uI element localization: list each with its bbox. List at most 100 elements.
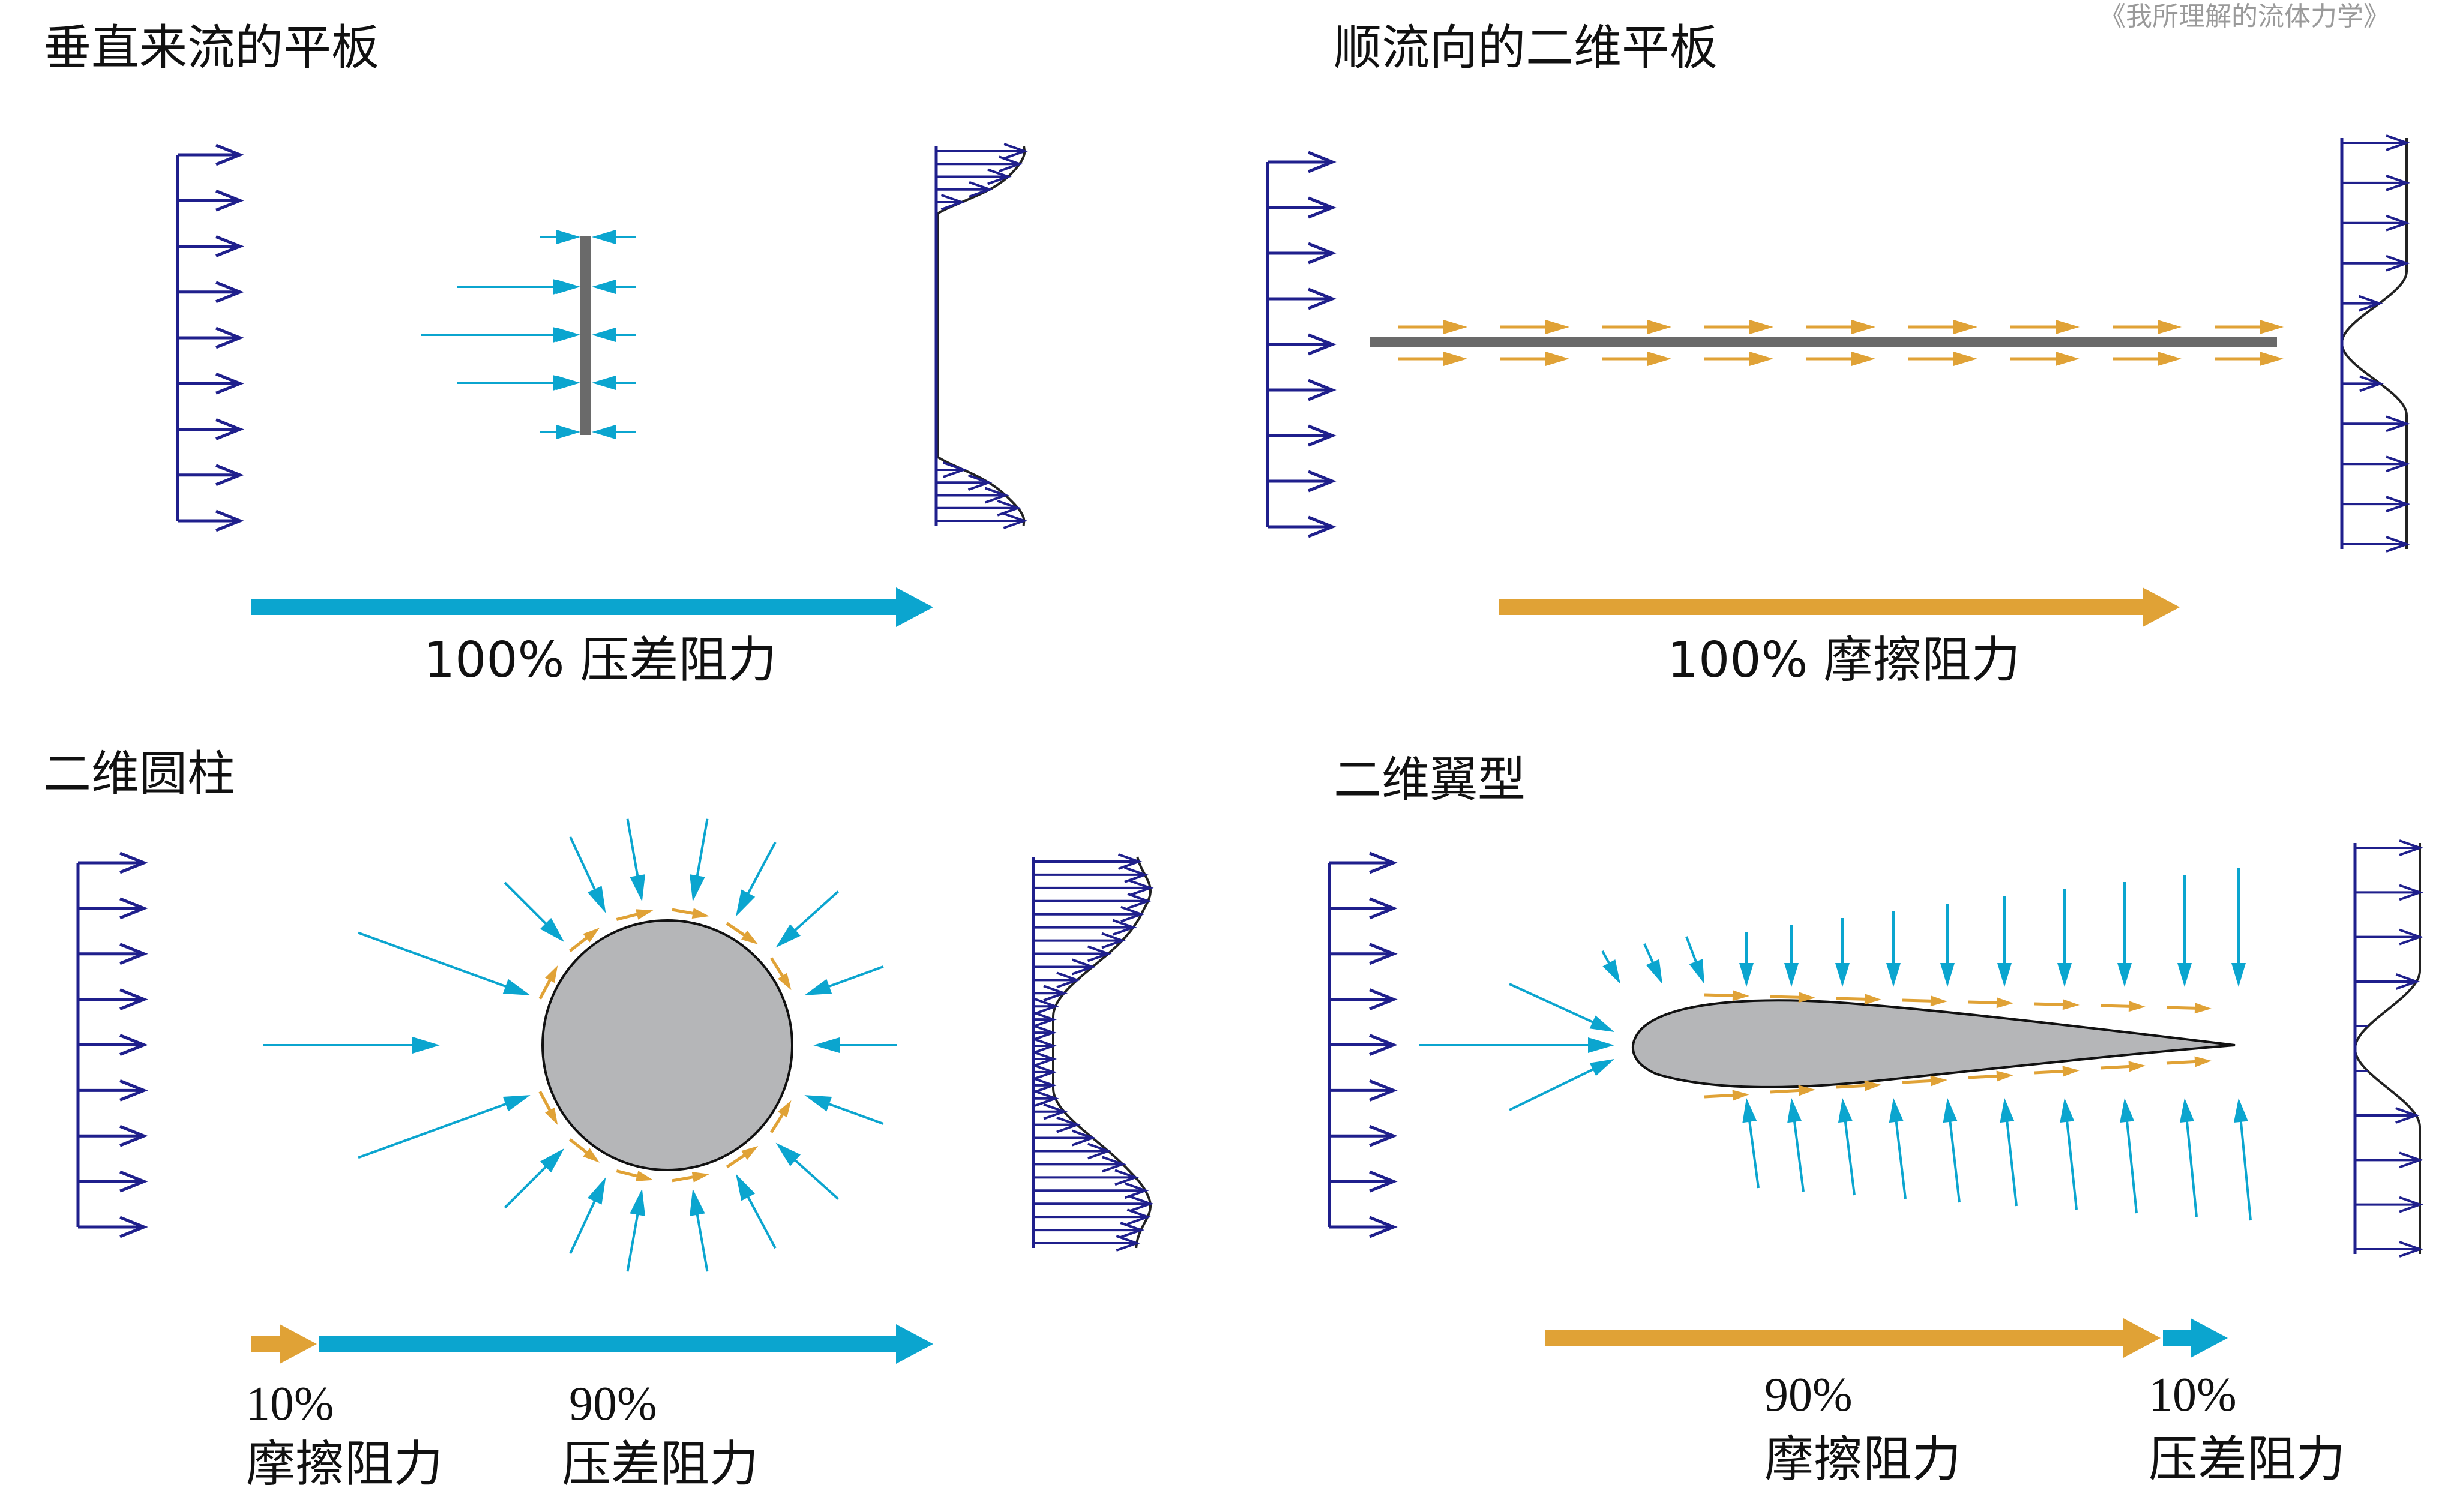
wake-arrowhead-airfoil-8 (2399, 1196, 2424, 1213)
profile-arrowhead-normal-inflow-6 (215, 418, 244, 440)
lower-pressure-arrow-5-head (1838, 1098, 1853, 1123)
lower-pressure-arrow-12-shaft (2239, 1114, 2252, 1221)
parallel-plate-diagram (1370, 320, 2284, 366)
friction-arrow-upper-3-head (691, 908, 709, 919)
friction-arrow-top-7-head (2158, 320, 2182, 334)
lower-pressure-arrow-5-shaft (1843, 1114, 1856, 1196)
airfoil-friction-percent: 90% (1764, 1369, 1853, 1421)
airfoil-diagram (1419, 868, 2252, 1221)
wake-arrowhead-normal-3 (969, 181, 994, 198)
front-pressure-arrow-0-head (556, 230, 580, 244)
lower-pressure-arrow-11-head (2180, 1098, 2194, 1123)
pressure-arrow-15-head (804, 1095, 832, 1112)
wake-arrowhead-cylinder-11 (1035, 998, 1059, 1015)
upper-pressure-arrow-5-head (1835, 963, 1850, 987)
cylinder-friction-drag-arrow-head (280, 1324, 317, 1364)
airfoil-title: 二维翼型 (1334, 752, 1526, 808)
friction-arrow-lower-5-shaft (2034, 1069, 2068, 1075)
friction-arrow-bottom-7-head (2158, 352, 2182, 366)
wake-arrowhead-normal-29 (1003, 512, 1028, 529)
lower-pressure-arrow-8-head (2000, 1098, 2015, 1123)
back-pressure-arrow-4-head (592, 425, 616, 439)
pressure-arrow-16-head (813, 1037, 840, 1053)
friction-arrow-lower-6-head (2128, 1061, 2146, 1072)
pressure-arrow-7-shaft (626, 1207, 640, 1272)
incoming-flow-arrow-center-head (1588, 1037, 1614, 1053)
friction-arrow-upper-3-head (1930, 995, 1947, 1007)
pressure-arrow-0-shaft (358, 1100, 514, 1159)
airfoil-friction-drag-arrow-bar (1545, 1330, 2129, 1346)
friction-arrow-upper-3-shaft (1902, 998, 1936, 1003)
pressure-arrow-13-head (775, 1142, 801, 1166)
friction-arrow-lower-0-head (545, 1107, 558, 1125)
wake-arrowhead-cylinder-27 (1126, 1208, 1152, 1226)
friction-arrow-upper-4-shaft (1968, 1000, 2002, 1004)
wake-arrowhead-cylinder-22 (1087, 1142, 1112, 1160)
friction-arrow-lower-7-shaft (2166, 1060, 2200, 1065)
wake-arrowhead-parallel-2 (2386, 214, 2411, 232)
pressure-arrow-14-shaft (821, 965, 884, 991)
profile-arrowhead-cylinder-inflow-0 (119, 851, 148, 874)
pressure-arrow-6-shaft (626, 818, 640, 884)
airfoil-pressure-percent: 10% (2149, 1369, 2237, 1421)
wake-profile-curve-airfoil (2353, 843, 2421, 1254)
friction-arrow-upper-2-shaft (1836, 997, 1870, 1001)
friction-arrow-upper-7-shaft (2166, 1006, 2200, 1010)
profile-arrowhead-cylinder-inflow-6 (119, 1124, 148, 1147)
incoming-flow-arrow-lower-shaft (1509, 1065, 1600, 1111)
friction-arrow-bottom-3-head (1749, 352, 1773, 366)
friction-arrow-upper-2-head (1864, 994, 1881, 1005)
friction-arrow-lower-5-head (2062, 1066, 2080, 1077)
friction-arrow-upper-5-head (777, 973, 792, 991)
friction-arrow-lower-6-shaft (2100, 1064, 2134, 1070)
pressure-arrow-2-head (540, 917, 565, 943)
wake-arrowhead-cylinder-15 (1032, 1051, 1057, 1067)
drag-arrows (251, 587, 2228, 1364)
upper-pressure-arrow-1-head (1646, 959, 1662, 984)
lower-pressure-arrow-6-shaft (1894, 1114, 1907, 1199)
wake-arrowhead-airfoil-3 (2395, 973, 2420, 990)
friction-arrow-bottom-4-head (1851, 352, 1875, 366)
normal-plate-pressure-drag-arrow-bar (251, 599, 902, 615)
pressure-arrow-12-head (775, 924, 801, 948)
profile-arrowhead-normal-inflow-8 (215, 509, 244, 532)
velocity-profiles (76, 134, 2424, 1258)
friction-arrow-lower-3-head (1930, 1075, 1947, 1087)
wake-arrowhead-airfoil-2 (2399, 928, 2424, 946)
pressure-arrow-14-head (804, 979, 832, 995)
incoming-flow-arrow-upper-shaft (1509, 983, 1600, 1027)
front-pressure-arrow-4-head (556, 425, 580, 439)
profile-arrowhead-normal-inflow-5 (215, 372, 244, 395)
pressure-arrow-8-shaft (694, 818, 709, 884)
friction-arrow-upper-1-head (583, 928, 600, 943)
cylinder-diagram (263, 818, 897, 1272)
pressure-arrow-12-shaft (789, 890, 839, 937)
airfoil-friction-drag-arrow-head (2123, 1318, 2161, 1358)
lower-pressure-arrow-7-shaft (1948, 1114, 1961, 1203)
pressure-arrow-6-head (630, 874, 645, 902)
wake-arrowhead-airfoil-1 (2399, 884, 2424, 901)
pressure-arrow-0-head (502, 1095, 531, 1112)
wake-arrowhead-cylinder-29 (1116, 1235, 1141, 1252)
profile-arrowhead-parallel-inflow-7 (1308, 470, 1337, 493)
profile-arrowhead-parallel-inflow-6 (1308, 424, 1337, 447)
friction-arrow-upper-0-head (1732, 990, 1749, 1001)
cylinder-pressure-label: 压差阻力 (562, 1436, 759, 1493)
incoming-flow-arrow-2-head (553, 327, 579, 343)
incoming-flow-arrow-lower-head (1589, 1059, 1614, 1076)
friction-arrow-lower-4-head (741, 1145, 759, 1160)
incoming-flow-arrow-3-head (553, 375, 579, 391)
lower-pressure-arrow-3-head (1742, 1098, 1757, 1123)
profile-arrowhead-cylinder-inflow-2 (119, 943, 148, 965)
wake-arrowhead-airfoil-6 (2395, 1107, 2420, 1124)
wake-arrowhead-cylinder-8 (1071, 958, 1096, 976)
profile-arrowhead-airfoil-inflow-0 (1369, 851, 1398, 874)
friction-arrow-bottom-6-head (2056, 352, 2080, 366)
wake-arrowhead-parallel-8 (2386, 455, 2411, 473)
pressure-arrow-9-shaft (694, 1207, 709, 1272)
friction-arrow-bottom-8-head (2260, 352, 2284, 366)
profile-arrowhead-cylinder-inflow-7 (119, 1170, 148, 1193)
friction-arrow-lower-4-head (1996, 1070, 2013, 1082)
profile-arrowhead-airfoil-inflow-6 (1369, 1124, 1398, 1147)
